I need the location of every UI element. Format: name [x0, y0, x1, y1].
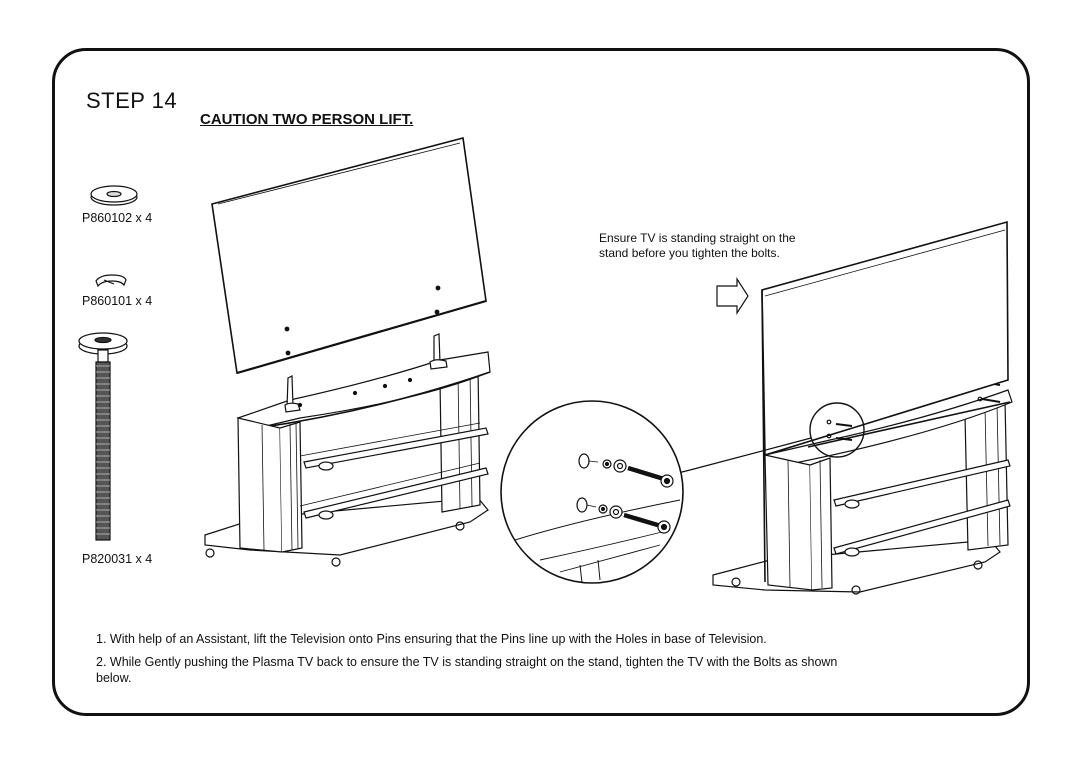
arrow-right-icon [716, 276, 749, 316]
tv-lifted-illustration [211, 136, 487, 375]
stand-right-illustration [712, 379, 1013, 595]
detail-magnifier [500, 400, 684, 584]
bolt-icon [78, 332, 128, 541]
stand-left-illustration [204, 333, 491, 567]
page-frame [52, 48, 1030, 716]
part-label-lock-washer: P860101 x 4 [82, 294, 153, 308]
caution-heading: CAUTION TWO PERSON LIFT. [200, 111, 414, 128]
tv-mounted-illustration [761, 220, 1009, 583]
instruction-2: 2. While Gently pushing the Plasma TV ba… [96, 655, 838, 685]
part-label-bolt: P820031 x 4 [82, 552, 153, 566]
detail-marker [809, 402, 865, 458]
washer-icon [90, 185, 138, 206]
step-title: STEP 14 [86, 88, 178, 113]
alignment-note: Ensure TV is standing straight on the st… [599, 231, 796, 260]
lock-washer-icon [95, 274, 127, 288]
instruction-1: 1. With help of an Assistant, lift the T… [96, 632, 767, 646]
part-label-washer: P860102 x 4 [82, 211, 153, 225]
